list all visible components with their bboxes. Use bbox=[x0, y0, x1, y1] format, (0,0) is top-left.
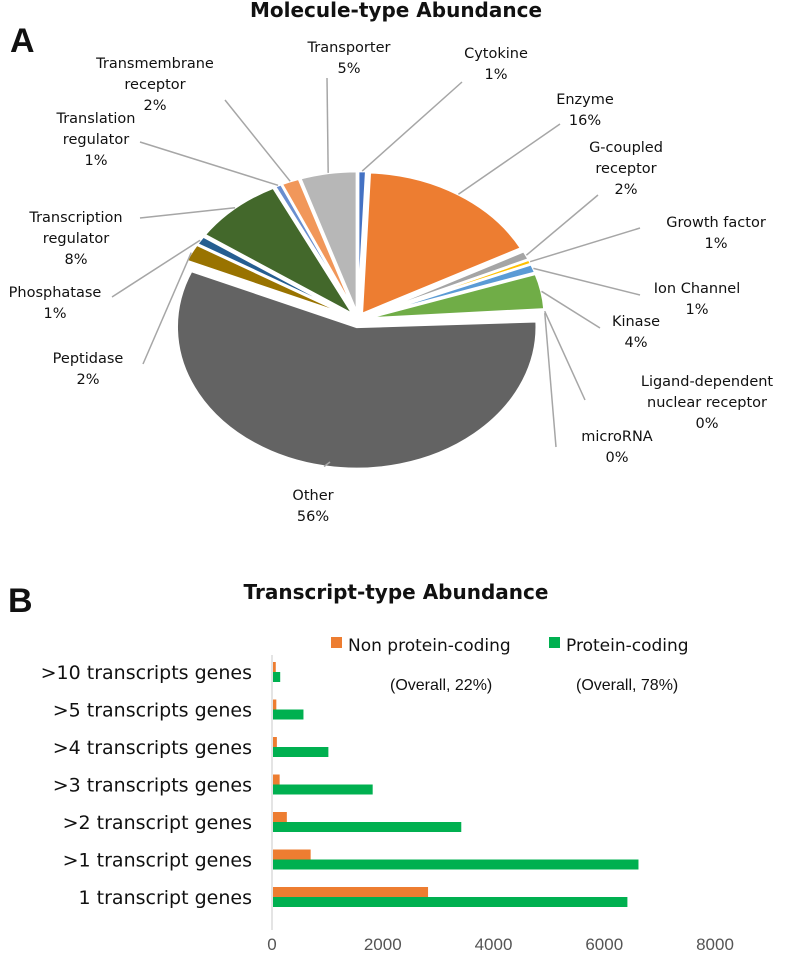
leader-line-other bbox=[323, 461, 331, 468]
leader-line-phosphatase bbox=[111, 239, 201, 298]
bar-protein-coding-4 bbox=[273, 822, 462, 832]
category-label: >3 transcripts genes bbox=[53, 775, 252, 797]
leader-line-microrna bbox=[544, 313, 557, 448]
bar-non-protein-coding-6 bbox=[273, 887, 429, 897]
leader-line-transporter bbox=[326, 77, 329, 173]
category-label: >5 transcripts genes bbox=[53, 700, 252, 722]
category-label: 1 transcript genes bbox=[79, 887, 252, 909]
leader-line-g-coupled-receptor bbox=[525, 194, 599, 256]
overall-non-protein-coding: (Overall, 22%) bbox=[390, 677, 492, 694]
pie-slice-transcription-regulator bbox=[202, 186, 357, 319]
bar-non-protein-coding-5 bbox=[273, 849, 311, 860]
pie-slice-transporter bbox=[298, 169, 359, 314]
category-label: >2 transcript genes bbox=[63, 812, 252, 834]
bar-non-protein-coding-4 bbox=[273, 812, 287, 822]
leader-line-cytokine bbox=[361, 81, 463, 172]
bar-protein-coding-5 bbox=[273, 859, 639, 870]
bar-non-protein-coding-0 bbox=[273, 662, 276, 672]
pie-chart-title: Molecule-type Abundance bbox=[250, 0, 542, 22]
x-tick-label: 6000 bbox=[585, 935, 623, 954]
pie-slice-cytokine bbox=[356, 169, 368, 314]
overall-protein-coding: (Overall, 78%) bbox=[576, 677, 678, 694]
bar-non-protein-coding-1 bbox=[273, 699, 277, 710]
bar-protein-coding-0 bbox=[273, 672, 281, 682]
leader-line-enzyme bbox=[457, 123, 561, 195]
category-label: >1 transcript genes bbox=[63, 850, 252, 872]
x-axis-ticks: 0 2000 4000 6000 8000 bbox=[267, 935, 734, 954]
pie-leader-lines bbox=[111, 77, 641, 468]
x-tick-label: 2000 bbox=[364, 935, 402, 954]
category-label: >10 transcripts genes bbox=[41, 662, 252, 684]
legend-label-non-protein-coding: Non protein-coding bbox=[348, 636, 511, 656]
panel-b-letter: B bbox=[8, 582, 33, 620]
leader-line-peptidase bbox=[142, 252, 192, 365]
bar-protein-coding-2 bbox=[273, 747, 329, 757]
bar-protein-coding-6 bbox=[273, 897, 628, 907]
bar-non-protein-coding-2 bbox=[273, 737, 277, 747]
bar-category-labels: >10 transcripts genes >5 transcripts gene… bbox=[41, 662, 252, 909]
pie-chart bbox=[175, 169, 547, 471]
bar-chart-title: Transcript-type Abundance bbox=[244, 580, 549, 604]
leader-line-ligand-dependent-nuclear-receptor bbox=[543, 310, 586, 401]
leader-line-ion-channel bbox=[533, 267, 641, 296]
bar-legend: Non protein-coding Protein-coding (Overa… bbox=[331, 636, 689, 694]
panel-a-letter: A bbox=[10, 22, 35, 60]
category-label: >4 transcripts genes bbox=[53, 737, 252, 759]
bar-chart bbox=[273, 662, 639, 907]
leader-line-transcription-regulator bbox=[139, 206, 236, 219]
pie-slice-enzyme bbox=[360, 170, 524, 317]
bar-protein-coding-3 bbox=[273, 784, 373, 795]
legend-swatch-non-protein-coding bbox=[331, 637, 342, 648]
pie-slice-other bbox=[175, 269, 538, 471]
x-tick-label: 8000 bbox=[696, 935, 734, 954]
x-tick-label: 4000 bbox=[475, 935, 513, 954]
bar-protein-coding-1 bbox=[273, 709, 304, 720]
leader-line-growth-factor bbox=[529, 227, 641, 263]
bar-non-protein-coding-3 bbox=[273, 774, 280, 785]
legend-swatch-protein-coding bbox=[549, 637, 560, 648]
leader-line-transmembrane-receptor bbox=[224, 99, 291, 182]
legend-label-protein-coding: Protein-coding bbox=[566, 636, 689, 656]
x-tick-label: 0 bbox=[267, 935, 276, 954]
leader-line-kinase bbox=[541, 290, 601, 329]
leader-line-translation-regulator bbox=[139, 141, 279, 187]
